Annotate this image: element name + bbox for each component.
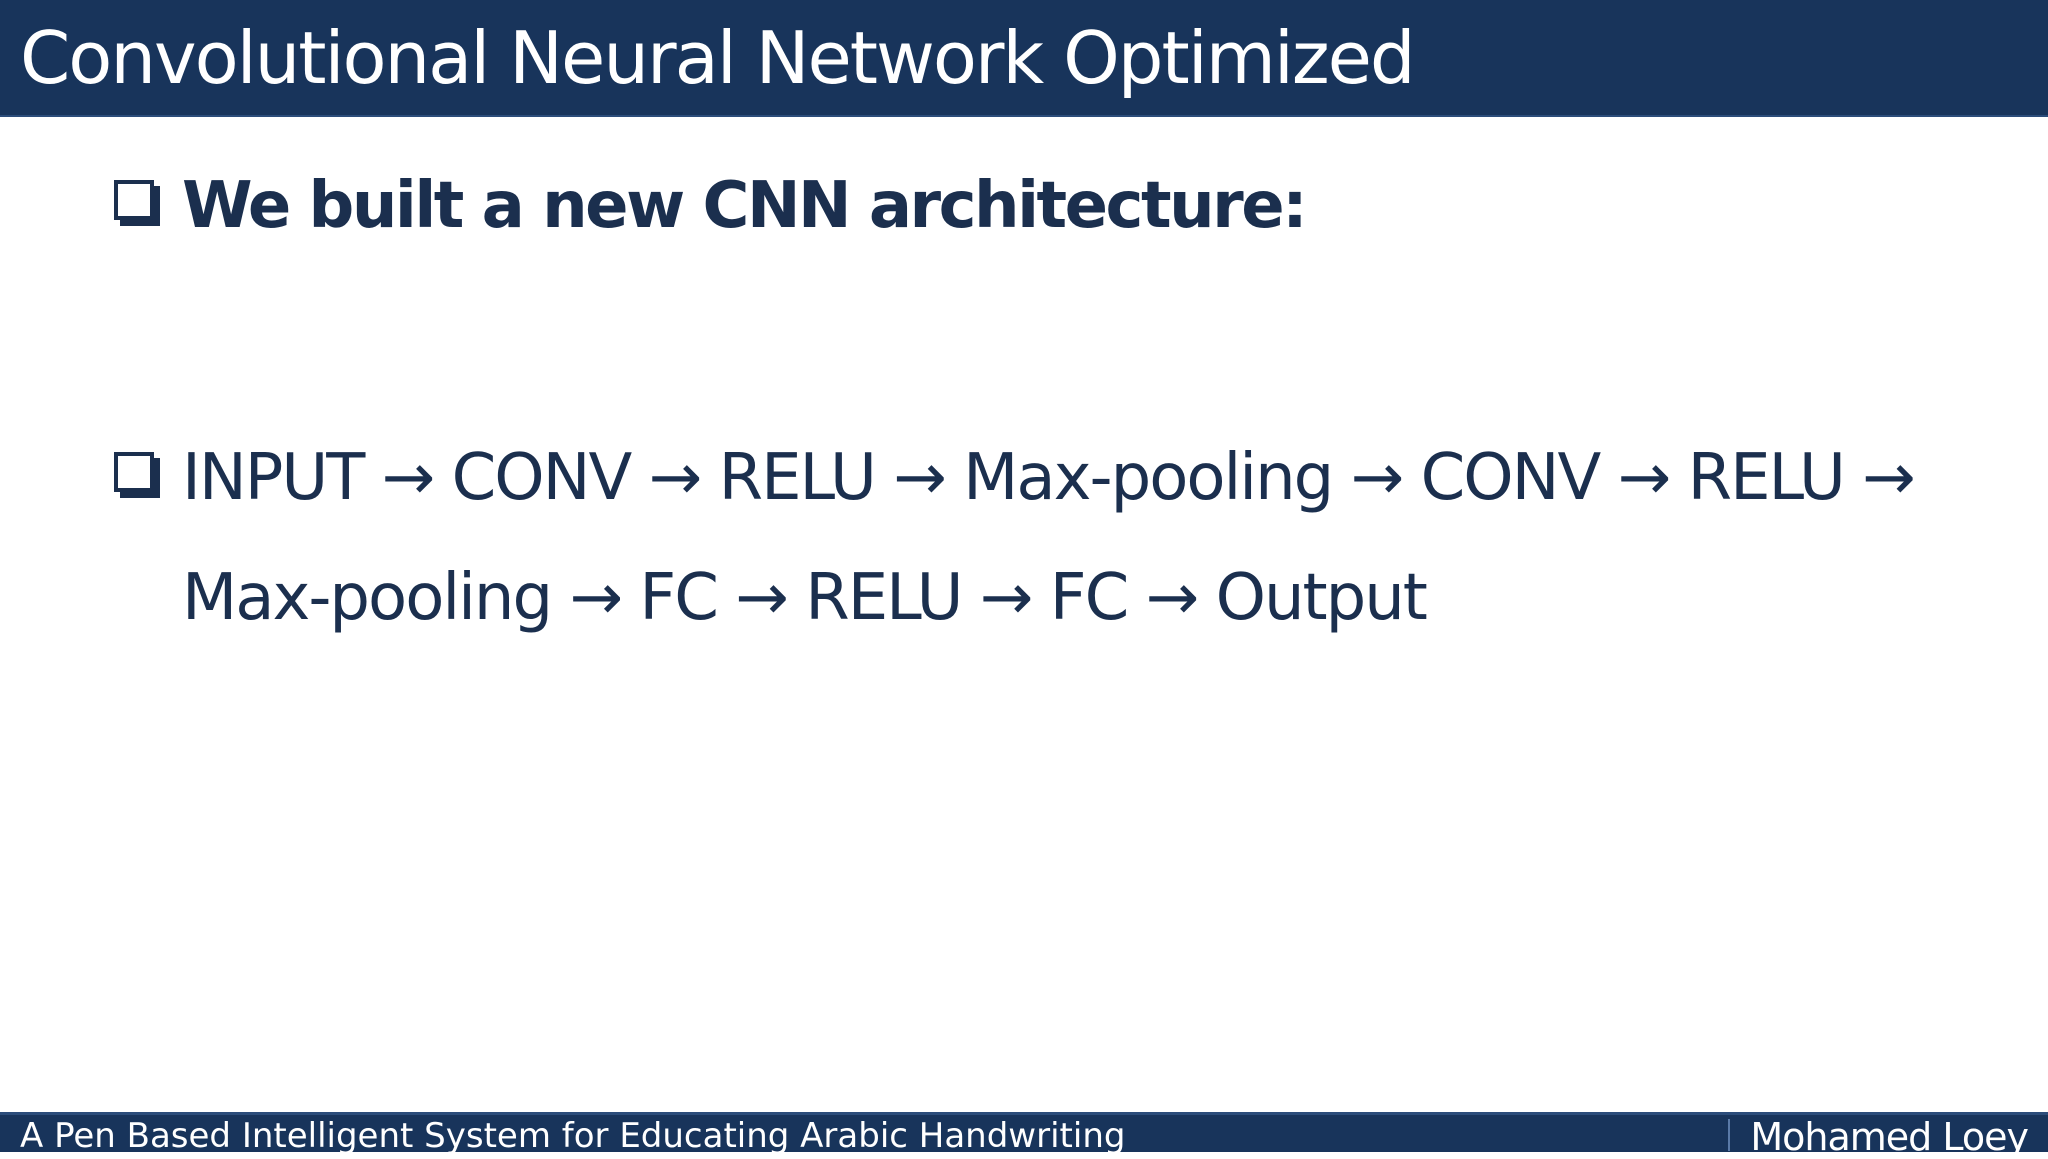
footer-author: Mohamed Loey: [1750, 1115, 2029, 1159]
footer-presentation-title: A Pen Based Intelligent System for Educa…: [20, 1116, 1126, 1156]
square-bullet-icon: [114, 452, 160, 498]
title-bar: Convolutional Neural Network Optimized: [0, 0, 2048, 117]
square-bullet-icon: [114, 180, 160, 226]
bullet-text-layers-line-2: Max-pooling → FC → RELU → FC → Output: [182, 561, 1428, 635]
footer-divider: [1728, 1119, 1730, 1151]
footer-bar: A Pen Based Intelligent System for Educa…: [0, 1112, 2048, 1159]
slide-title: Convolutional Neural Network Optimized: [20, 16, 1416, 100]
bullet-text-layers-line-1: INPUT → CONV → RELU → Max-pooling → CONV…: [182, 441, 1916, 515]
bullet-text-architecture-intro: We built a new CNN architecture:: [182, 169, 1308, 243]
